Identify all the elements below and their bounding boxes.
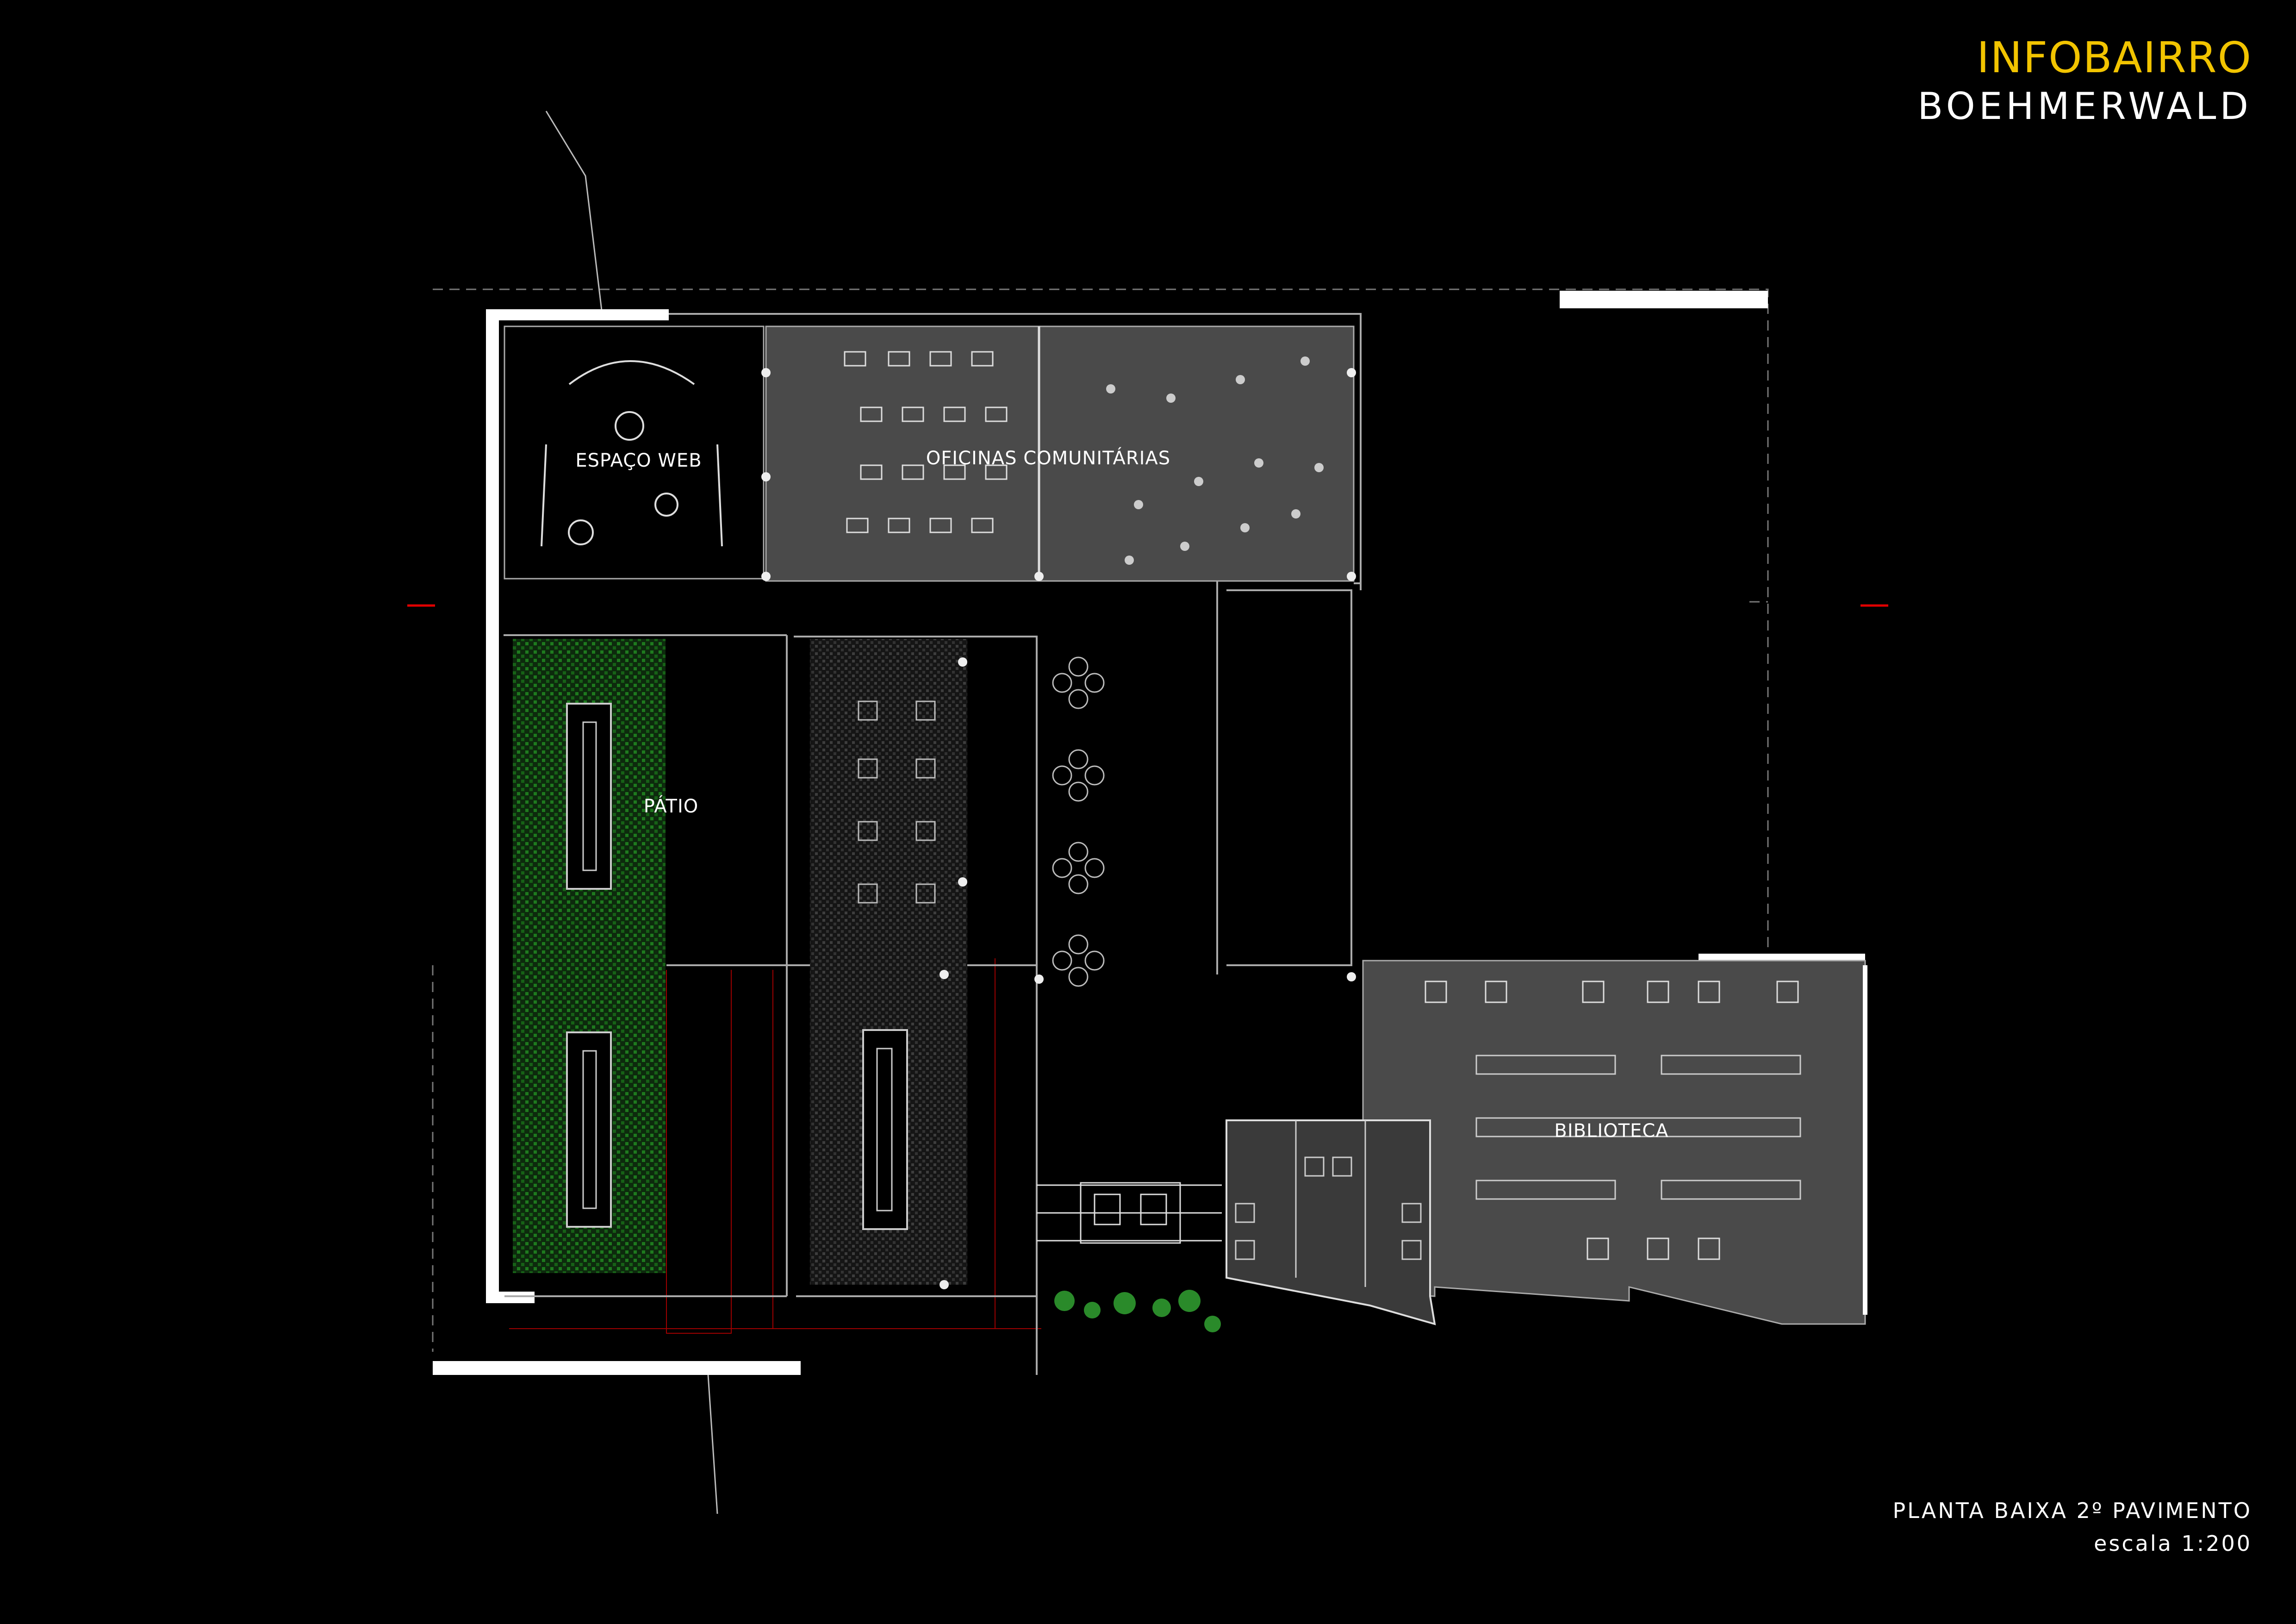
drawing-caption: PLANTA BAIXA 2º PAVIMENTO escala 1:200 — [1892, 1494, 2252, 1561]
library-shelves — [1475, 1055, 1801, 1200]
planting — [1054, 1290, 1221, 1332]
workshop-desks — [844, 351, 1008, 533]
dashed-outline — [432, 288, 1769, 1352]
biblioteca-room — [1362, 960, 1866, 1325]
room-label-espaco-web: ESPAÇO WEB — [575, 450, 702, 471]
espaco-web-room — [504, 325, 765, 580]
room-label-biblioteca: BIBLIOTECA — [1554, 1120, 1669, 1142]
north-line — [545, 111, 718, 1514]
structural-columns — [761, 368, 1356, 1289]
round-tables — [1052, 656, 1105, 987]
workshop-people — [1106, 356, 1324, 565]
stairs-elevator — [1037, 1182, 1222, 1244]
cafe-tables — [858, 700, 936, 904]
drawing-scale: escala 1:200 — [2094, 1531, 2252, 1556]
web-workstations — [541, 360, 723, 547]
room-label-oficinas: OFICINAS COMUNITÁRIAS — [926, 448, 1171, 469]
project-subtitle: BOEHMERWALD — [1917, 85, 2252, 128]
project-title: INFOBAIRRO — [1977, 33, 2252, 82]
sheet-title: PLANTA BAIXA 2º PAVIMENTO — [1892, 1498, 2252, 1523]
oficinas-room — [765, 325, 1355, 582]
interior-walls — [504, 313, 1362, 1375]
restroom-block — [1226, 1119, 1436, 1325]
ramp-outline — [509, 958, 1041, 1334]
exterior-walls — [433, 291, 1865, 1375]
room-label-patio: PÁTIO — [643, 796, 699, 817]
restroom-partitions — [1235, 1120, 1422, 1287]
library-tables — [1425, 981, 1799, 1260]
